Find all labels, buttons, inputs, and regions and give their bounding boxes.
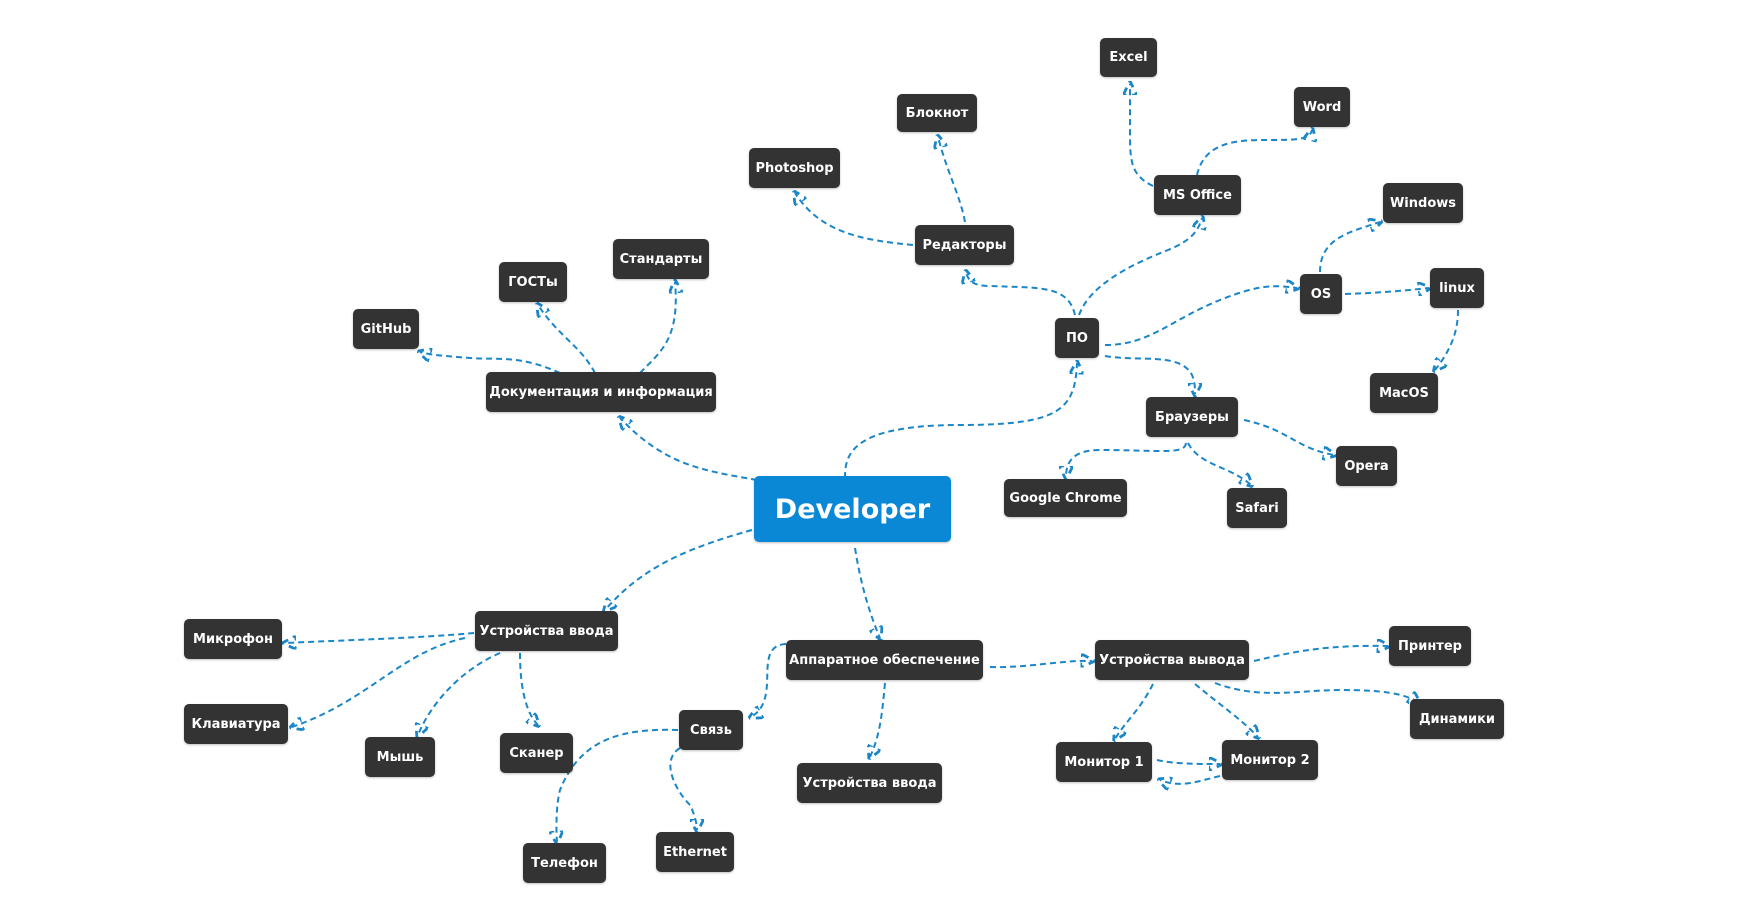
node-ms-office[interactable]: MS Office bbox=[1154, 175, 1241, 215]
edge-input-mouse bbox=[418, 652, 501, 735]
edge-os-windows bbox=[1319, 222, 1380, 273]
edge-po-editors bbox=[966, 272, 1076, 316]
edge-hardware-svyaz bbox=[751, 643, 787, 717]
edge-docs-standards bbox=[639, 282, 676, 374]
edge-developer-input bbox=[605, 529, 753, 610]
edge-browsers-safari bbox=[1187, 442, 1251, 485]
node-telefon[interactable]: Телефон bbox=[523, 843, 606, 883]
edge-svyaz-ethernet bbox=[669, 747, 697, 830]
node-dokumentaciya[interactable]: Документация и информация bbox=[486, 372, 716, 412]
node-apparatnoe[interactable]: Аппаратное обеспечение bbox=[786, 640, 983, 680]
edge-input-keyboard bbox=[292, 637, 466, 727]
node-excel[interactable]: Excel bbox=[1100, 38, 1157, 77]
edge-input-microphone bbox=[285, 633, 475, 643]
node-photoshop[interactable]: Photoshop bbox=[749, 148, 840, 188]
node-standarty[interactable]: Стандарты bbox=[613, 239, 709, 279]
node-opera[interactable]: Opera bbox=[1336, 446, 1397, 486]
node-macos[interactable]: MacOS bbox=[1370, 373, 1438, 413]
node-safari[interactable]: Safari bbox=[1227, 488, 1287, 528]
edge-developer-po bbox=[844, 363, 1077, 479]
node-gosty[interactable]: ГОСТы bbox=[499, 262, 567, 302]
edge-output-monitor1 bbox=[1115, 683, 1154, 739]
node-linux[interactable]: linux bbox=[1430, 268, 1484, 308]
node-ustroystva-vyvoda[interactable]: Устройства вывода bbox=[1095, 640, 1249, 680]
node-brauzery[interactable]: Браузеры bbox=[1146, 397, 1238, 437]
edge-msoffice-excel bbox=[1130, 84, 1154, 187]
edge-developer-docs bbox=[620, 418, 758, 481]
edge-browsers-chrome bbox=[1066, 442, 1187, 477]
node-printer[interactable]: Принтер bbox=[1389, 626, 1471, 666]
node-google-chrome[interactable]: Google Chrome bbox=[1004, 479, 1127, 517]
edge-output-monitor2 bbox=[1194, 683, 1258, 737]
node-ustroystva-vvoda-2[interactable]: Устройства ввода bbox=[797, 763, 942, 803]
node-os[interactable]: OS bbox=[1300, 274, 1342, 314]
node-svyaz[interactable]: Связь bbox=[679, 710, 743, 750]
edge-monitor2-monitor1 bbox=[1160, 776, 1221, 784]
node-github[interactable]: GitHub bbox=[353, 309, 419, 349]
edge-input-scanner bbox=[519, 652, 538, 725]
edge-browsers-opera bbox=[1243, 419, 1334, 455]
edge-hardware-output bbox=[989, 661, 1092, 667]
edge-output-printer bbox=[1253, 646, 1388, 662]
edge-po-os bbox=[1104, 286, 1297, 346]
edge-hardware-input2 bbox=[870, 682, 886, 757]
edge-docs-gosty bbox=[538, 305, 596, 374]
node-klaviatura[interactable]: Клавиатура bbox=[184, 704, 288, 744]
edge-editors-notepad bbox=[938, 137, 966, 223]
node-developer[interactable]: Developer bbox=[754, 476, 951, 542]
node-po[interactable]: ПО bbox=[1055, 318, 1099, 358]
edge-os-linux bbox=[1344, 288, 1429, 294]
edge-po-msoffice bbox=[1078, 218, 1202, 316]
edge-svyaz-telefon bbox=[556, 728, 679, 842]
node-word[interactable]: Word bbox=[1294, 87, 1350, 127]
node-ethernet[interactable]: Ethernet bbox=[656, 832, 734, 872]
node-mikrofon[interactable]: Микрофон bbox=[184, 619, 282, 659]
node-dinamiki[interactable]: Динамики bbox=[1410, 699, 1504, 739]
edge-linux-macos bbox=[1435, 309, 1459, 370]
edge-editors-photoshop bbox=[795, 193, 914, 246]
node-windows[interactable]: Windows bbox=[1383, 183, 1463, 223]
edge-monitor1-monitor2 bbox=[1156, 760, 1220, 764]
edge-developer-hardware bbox=[854, 547, 880, 638]
node-mysh[interactable]: Мышь bbox=[365, 737, 435, 777]
edge-po-browsers bbox=[1104, 355, 1195, 394]
edge-docs-github bbox=[420, 352, 561, 374]
node-ustroystva-vvoda[interactable]: Устройства ввода bbox=[475, 611, 618, 651]
node-skaner[interactable]: Сканер bbox=[500, 733, 573, 773]
node-monitor-2[interactable]: Монитор 2 bbox=[1222, 740, 1318, 780]
node-redaktory[interactable]: Редакторы bbox=[915, 225, 1014, 265]
node-bloknot[interactable]: Блокнот bbox=[897, 94, 977, 132]
edge-msoffice-word bbox=[1196, 130, 1312, 176]
edge-output-speakers bbox=[1214, 682, 1419, 703]
node-monitor-1[interactable]: Монитор 1 bbox=[1056, 742, 1152, 782]
